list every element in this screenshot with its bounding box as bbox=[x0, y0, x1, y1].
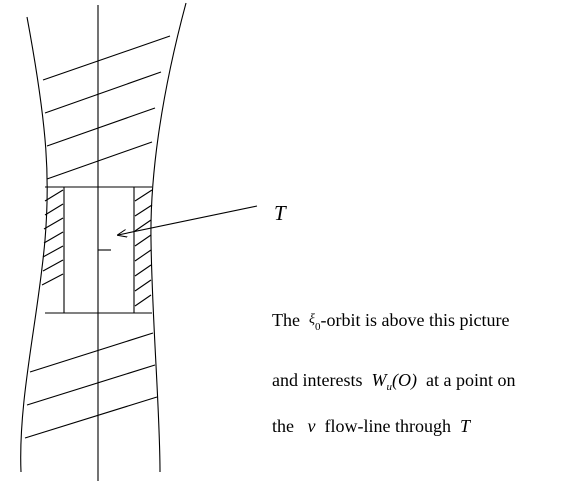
caption-line-2-end: at a point on bbox=[425, 370, 516, 390]
label-t: T bbox=[274, 201, 286, 225]
w-symbol: W bbox=[371, 370, 387, 390]
caption-line-1-end: -orbit is above this picture bbox=[320, 310, 510, 330]
caption-line-3: the ν flow-line through T bbox=[272, 416, 470, 436]
w-subscript: u bbox=[386, 381, 392, 393]
caption-line-1-start: The bbox=[272, 310, 300, 330]
right-boundary-curve bbox=[150, 2, 187, 473]
xi-symbol: ξ bbox=[308, 312, 315, 327]
left-boundary-curve bbox=[20, 16, 48, 473]
right-hatch-strip bbox=[134, 189, 153, 307]
caption-t-symbol: T bbox=[459, 416, 470, 436]
caption-line-3-middle: flow-line through bbox=[324, 416, 451, 436]
caption-line-2: and interests Wu(O) at a point on bbox=[272, 370, 516, 393]
t-box bbox=[45, 186, 152, 314]
upper-hatch-lines bbox=[42, 35, 171, 180]
w-argument: (O) bbox=[391, 370, 417, 390]
left-hatch-strip bbox=[41, 189, 64, 286]
lower-hatch-lines bbox=[24, 332, 158, 439]
xi-subscript: 0 bbox=[314, 321, 321, 333]
caption-line-1: The ξ0-orbit is above this picture bbox=[272, 310, 509, 333]
caption-line-3-start: the bbox=[272, 416, 294, 436]
nu-symbol: ν bbox=[307, 416, 316, 436]
pointer-arrow bbox=[118, 205, 258, 235]
caption-line-2-start: and interests bbox=[272, 370, 363, 390]
